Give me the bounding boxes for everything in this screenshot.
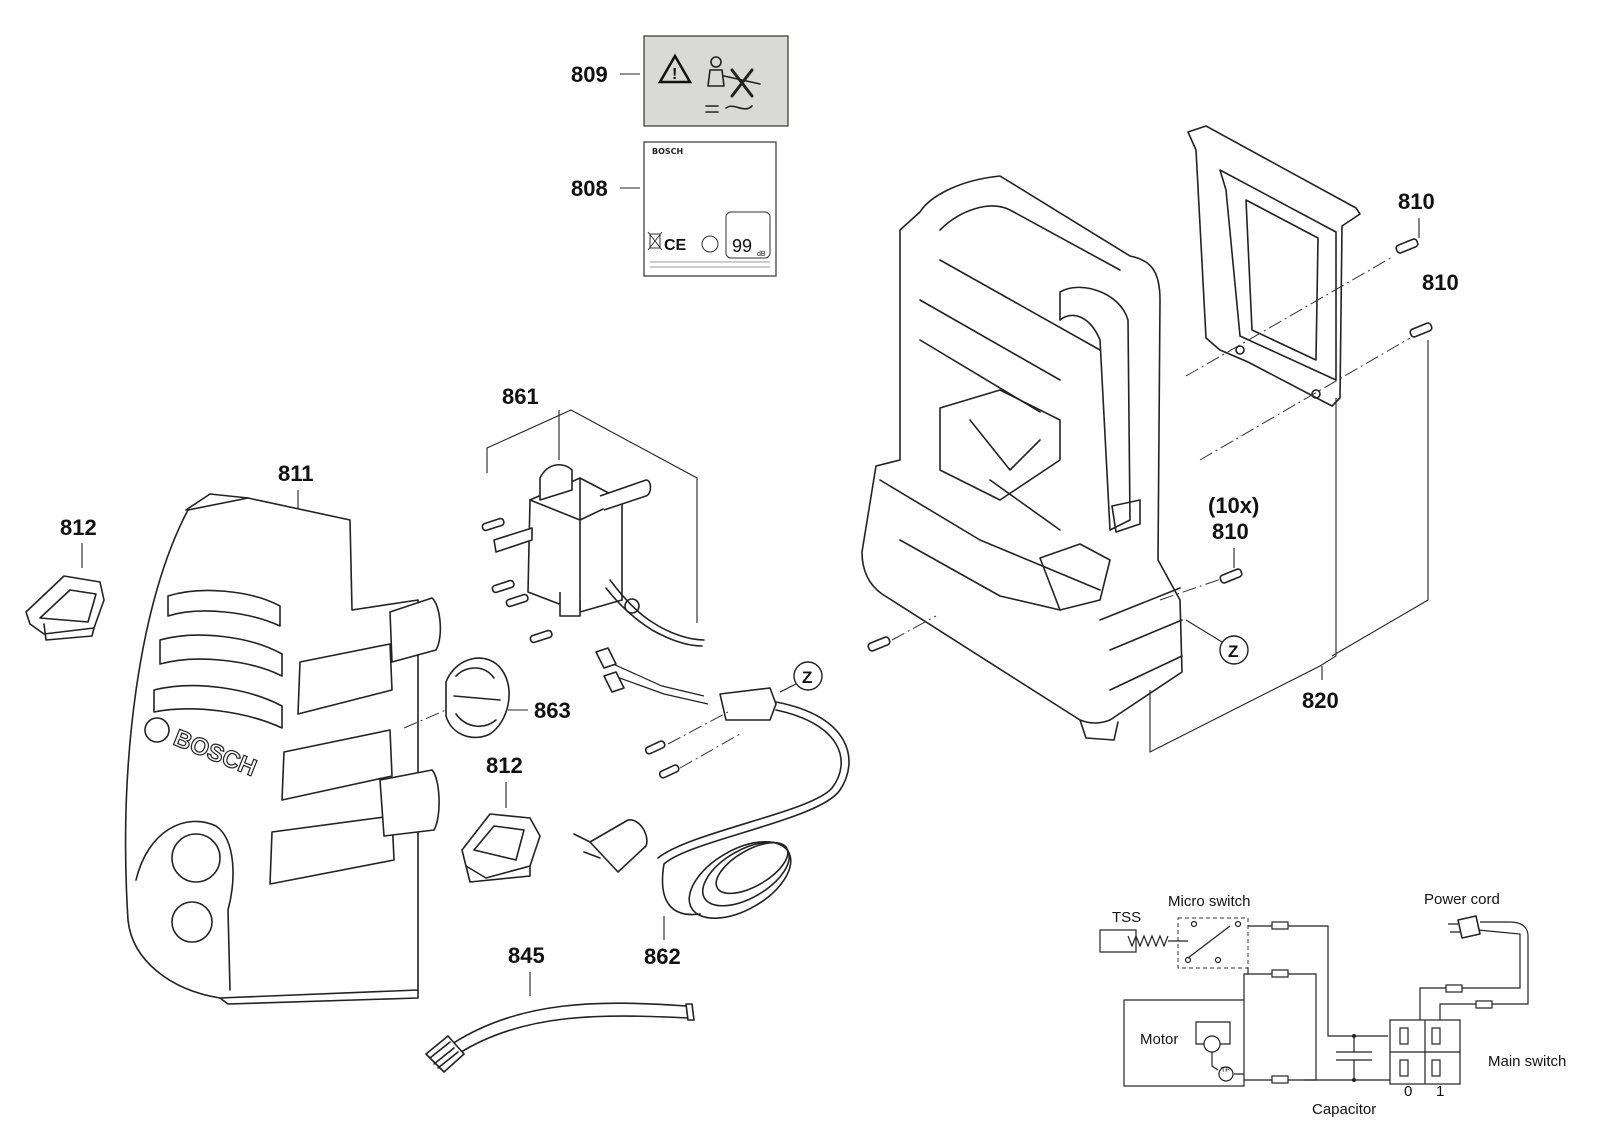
callout-811: 811 bbox=[278, 461, 314, 486]
wiring-label-tp: TP bbox=[1221, 1067, 1230, 1074]
callout-812-center: 812 bbox=[486, 753, 523, 778]
part-820-rear-cover bbox=[1187, 125, 1361, 407]
part-809-warning-label: ! bbox=[643, 35, 789, 127]
bosch-logo-icon bbox=[144, 717, 170, 743]
part-811-front-housing: BOSCH bbox=[124, 493, 442, 1005]
callout-861: 861 bbox=[502, 384, 539, 409]
wiring-label-position-0: 0 bbox=[1404, 1083, 1412, 1100]
detail-z-marker-cord bbox=[793, 661, 823, 691]
ce-mark-icon: CE bbox=[664, 237, 687, 254]
part-820-rear-frame bbox=[861, 175, 1183, 741]
callout-810-mid: 810 bbox=[1422, 270, 1459, 295]
motor-symbol-icon bbox=[1203, 1035, 1221, 1053]
callout-810-top: 810 bbox=[1398, 189, 1435, 214]
operator-pictogram-icon bbox=[705, 56, 761, 113]
plug-icon bbox=[589, 819, 648, 873]
thermal-protector-icon bbox=[1218, 1066, 1234, 1082]
callout-809: 809 bbox=[571, 62, 608, 87]
callout-820: 820 bbox=[1302, 688, 1339, 713]
detail-z-label-cord: Z bbox=[802, 668, 812, 687]
wiring-label-micro-switch: Micro switch bbox=[1168, 893, 1251, 910]
callout-810-qty: (10x) bbox=[1208, 493, 1259, 518]
wiring-label-tss: TSS bbox=[1112, 909, 1141, 926]
part-812-nozzle-holder-center bbox=[461, 813, 541, 883]
part-845-hose bbox=[425, 1002, 695, 1073]
part-863-knob bbox=[445, 657, 510, 739]
wiring-label-capacitor: Capacitor bbox=[1312, 1101, 1376, 1118]
callout-808: 808 bbox=[571, 176, 608, 201]
svg-text:!: ! bbox=[672, 66, 677, 83]
wiring-label-main-switch: Main switch bbox=[1488, 1053, 1566, 1070]
callout-845: 845 bbox=[508, 943, 545, 968]
part-810-screws bbox=[867, 238, 1433, 652]
callout-810-bottom: 810 bbox=[1212, 519, 1249, 544]
detail-z-marker-frame bbox=[1219, 635, 1249, 665]
wiring-label-position-1: 1 bbox=[1436, 1083, 1444, 1100]
part-862-power-cord bbox=[573, 647, 850, 919]
sound-power-unit: dB bbox=[757, 251, 766, 258]
warning-triangle-icon bbox=[657, 53, 693, 84]
rating-label-brand: BOSCH bbox=[652, 147, 683, 156]
part-862-screws bbox=[644, 740, 680, 779]
certification-icon bbox=[701, 235, 719, 253]
wiring-label-power-cord: Power cord bbox=[1424, 891, 1500, 908]
part-812-nozzle-holder-left bbox=[25, 575, 105, 641]
wiring-diagram: TSS Micro switch Power cord Motor Main s… bbox=[1099, 891, 1566, 1118]
part-808-rating-label: BOSCH CE 99 dB bbox=[643, 141, 777, 277]
callout-863: 863 bbox=[534, 698, 571, 723]
tss-sensor-icon bbox=[1099, 929, 1137, 953]
power-plug-icon bbox=[1457, 915, 1481, 939]
callout-862: 862 bbox=[644, 944, 681, 969]
detail-z-label-frame: Z bbox=[1228, 642, 1238, 661]
sound-power-value: 99 bbox=[732, 236, 752, 256]
part-861-micro-switch bbox=[493, 463, 705, 647]
micro-switch-box bbox=[1177, 917, 1249, 969]
part-861-screws bbox=[481, 517, 553, 644]
hose-connector-icon bbox=[425, 1035, 465, 1073]
weee-bin-icon bbox=[647, 231, 663, 251]
callout-812-left: 812 bbox=[60, 515, 97, 540]
wiring-label-motor: Motor bbox=[1140, 1031, 1178, 1048]
